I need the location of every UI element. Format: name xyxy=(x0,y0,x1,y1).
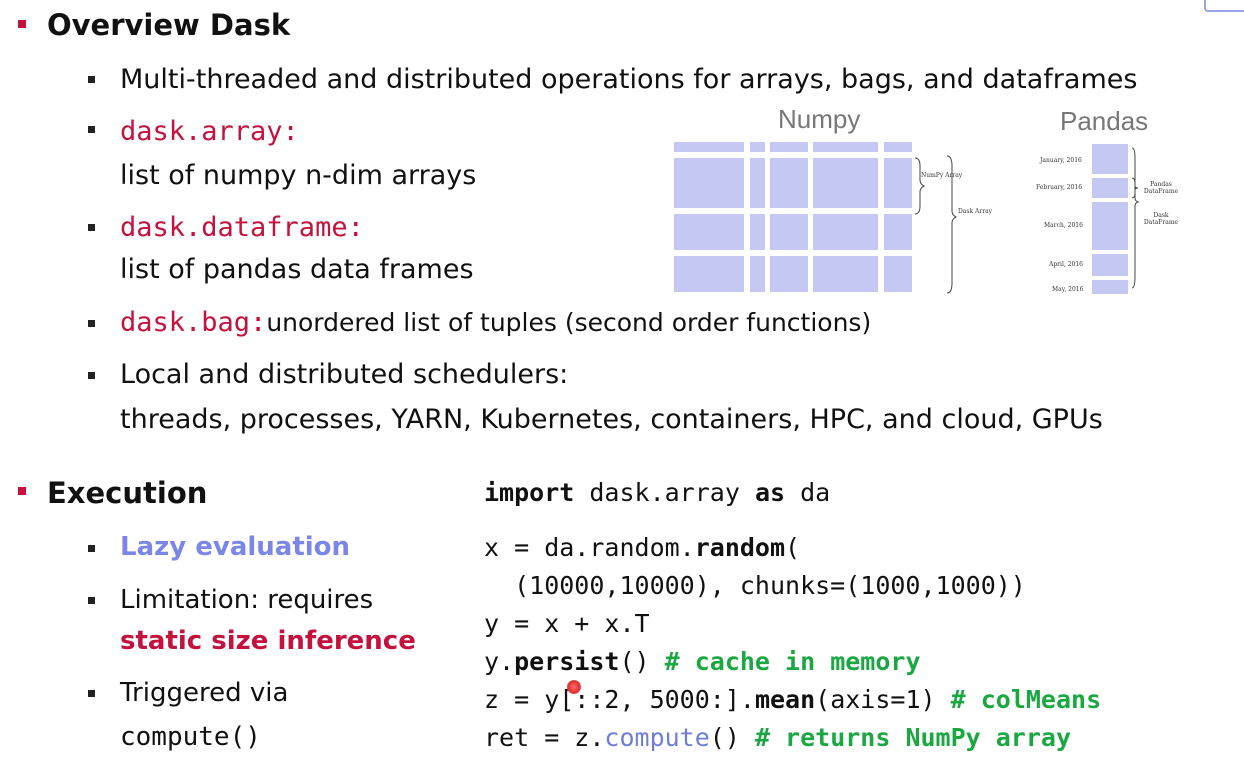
bullet xyxy=(88,76,95,83)
code-keyword: as xyxy=(754,478,786,507)
array-block xyxy=(813,256,878,292)
dask-dataframe-desc: list of pandas data frames xyxy=(120,254,474,285)
bullet xyxy=(88,372,95,379)
schedulers-line2: threads, processes, YARN, Kubernetes, co… xyxy=(120,404,1103,435)
array-block xyxy=(674,256,744,292)
array-block xyxy=(884,142,912,152)
triggered-via-text: Triggered via xyxy=(120,678,289,708)
bullet xyxy=(88,320,95,327)
code-text: da xyxy=(785,478,831,507)
dataframe-block xyxy=(1092,280,1128,294)
bullet xyxy=(88,690,95,697)
code-text: y. xyxy=(484,647,515,676)
section-bullet xyxy=(18,487,26,495)
section-bullet xyxy=(18,20,26,28)
schedulers-line1: Local and distributed schedulers: xyxy=(120,359,569,390)
pandas-dask-dataframe-diagram xyxy=(1092,144,1140,294)
code-text: () xyxy=(709,723,755,752)
execution-heading: Execution xyxy=(47,476,208,510)
array-block xyxy=(750,256,765,292)
dask-dataframe-code: dask.dataframe: xyxy=(120,212,364,243)
numpy-dask-array-diagram xyxy=(674,142,958,294)
dask-dataframe-label: Dask DataFrame xyxy=(1143,212,1179,226)
code-text: dask.array xyxy=(574,478,755,507)
code-text: ret = z. xyxy=(484,723,605,752)
limitation-text: Limitation: requires xyxy=(120,585,374,615)
code-keyword: import xyxy=(484,478,575,507)
code-text: x = da.random. xyxy=(484,533,695,562)
dask-array-desc: list of numpy n-dim arrays xyxy=(120,160,477,191)
dask-dataframe-brace xyxy=(1131,147,1140,289)
array-block xyxy=(813,142,878,152)
code-line-3: (10000,10000), chunks=(1000,1000)) xyxy=(484,571,1026,600)
month-label: February, 2016 xyxy=(1036,184,1083,191)
array-block xyxy=(674,142,744,152)
dataframe-block xyxy=(1092,202,1128,250)
code-comment: # returns NumPy array xyxy=(754,723,1072,752)
dask-bag-code: dask.bag: xyxy=(120,307,267,338)
array-block xyxy=(884,214,912,250)
array-block xyxy=(884,256,912,292)
code-line-2: x = da.random.random( xyxy=(484,533,800,562)
laser-pointer-cursor xyxy=(567,680,581,694)
code-comment: # colMeans xyxy=(950,685,1102,714)
code-function: persist xyxy=(514,647,620,676)
array-block xyxy=(770,142,808,152)
pandas-dataframe-label: Pandas DataFrame xyxy=(1143,181,1179,195)
array-block xyxy=(750,142,765,152)
code-line-5: y.persist() # cache in memory xyxy=(484,647,921,676)
dask-bag-line: dask.bag:unordered list of tuples (secon… xyxy=(120,307,871,338)
static-size-inference-text: static size inference xyxy=(120,626,416,656)
code-text: (axis=1) xyxy=(815,685,951,714)
bullet xyxy=(88,545,95,552)
array-block xyxy=(884,158,912,208)
month-label: April, 2016 xyxy=(1049,261,1083,268)
numpy-array-brace xyxy=(914,157,926,215)
code-text: () xyxy=(619,647,665,676)
multi-threaded-text: Multi-threaded and distributed operation… xyxy=(120,64,1138,95)
month-label: January, 2016 xyxy=(1040,157,1082,164)
array-block xyxy=(813,158,878,208)
code-text: z = y[::2, 5000:]. xyxy=(484,685,755,714)
month-label: March, 2016 xyxy=(1044,222,1083,229)
array-block xyxy=(674,158,744,208)
code-line-1: import dask.array as da xyxy=(484,478,830,507)
dataframe-block xyxy=(1092,144,1128,174)
dataframe-block xyxy=(1092,178,1128,198)
numpy-array-label: NumPy Array xyxy=(921,172,963,179)
array-block xyxy=(750,158,765,208)
code-comment: # cache in memory xyxy=(664,647,921,676)
array-block xyxy=(770,256,808,292)
bullet xyxy=(88,224,95,231)
code-line-7: ret = z.compute() # returns NumPy array xyxy=(484,723,1071,752)
dask-array-code: dask.array: xyxy=(120,116,299,147)
code-line-4: y = x + x.T xyxy=(484,609,650,638)
dask-array-label: Dask Array xyxy=(958,208,993,215)
code-line-6: z = y[::2, 5000:].mean(axis=1) # colMean… xyxy=(484,685,1101,714)
array-block xyxy=(750,214,765,250)
array-block xyxy=(770,158,808,208)
code-function: random xyxy=(694,533,786,562)
window-corner-frame xyxy=(1204,0,1244,12)
compute-call-text: compute() xyxy=(120,722,261,752)
array-block xyxy=(770,214,808,250)
code-text: ( xyxy=(785,533,801,562)
pandas-label: Pandas xyxy=(1060,106,1149,136)
bullet xyxy=(88,597,95,604)
lazy-evaluation-text: Lazy evaluation xyxy=(120,532,351,562)
code-function: mean xyxy=(754,685,816,714)
code-function: compute xyxy=(604,723,710,752)
dask-array-brace xyxy=(946,155,958,294)
bullet xyxy=(88,126,95,133)
array-block xyxy=(813,214,878,250)
numpy-label: Numpy xyxy=(778,104,861,134)
array-blocks xyxy=(674,142,912,292)
dask-bag-desc: unordered list of tuples (second order f… xyxy=(266,308,872,337)
overview-heading: Overview Dask xyxy=(47,8,291,42)
array-block xyxy=(674,214,744,250)
month-label: May, 2016 xyxy=(1052,286,1084,293)
dataframe-block xyxy=(1092,254,1128,276)
